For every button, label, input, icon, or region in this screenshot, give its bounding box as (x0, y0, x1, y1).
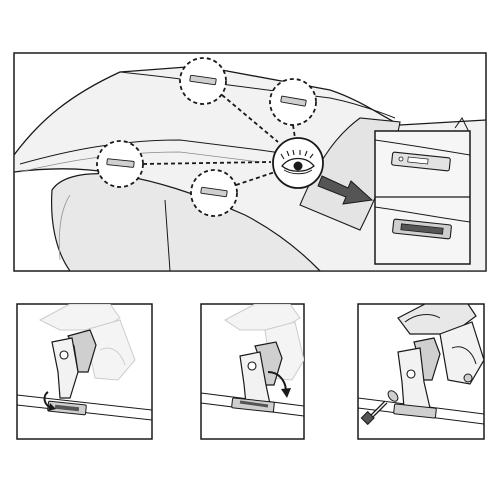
bolt-icon (360, 390, 399, 426)
arrow-icon (317, 175, 374, 205)
rack-body-faded (84, 319, 136, 381)
slot-cover-closed (391, 151, 451, 172)
window-pillar (164, 199, 171, 271)
slot-open (392, 218, 452, 240)
side-window-rear (51, 173, 321, 271)
mount-point-4 (190, 169, 238, 217)
rotate-arrow-icon (267, 371, 291, 398)
overview-panel (13, 52, 487, 272)
eye-icon (272, 137, 324, 189)
step-3-panel (357, 303, 485, 440)
mount-point-1 (179, 57, 227, 105)
rack-foot-faded (224, 304, 301, 331)
step-2-panel (200, 303, 305, 440)
window-reflection (58, 194, 71, 261)
connector-lines (142, 94, 296, 186)
rack-foot (397, 304, 477, 335)
rotate-arrow-icon (43, 391, 56, 411)
rack-body (439, 321, 484, 385)
rack-foot-faded (38, 304, 121, 331)
zoom-detail-box (374, 130, 471, 265)
washer-icon (387, 390, 399, 402)
roof-slot (393, 403, 437, 419)
mount-point-3 (96, 140, 144, 188)
clamp-plate (51, 337, 79, 399)
mount-point-2 (269, 78, 317, 126)
step-1-panel (16, 303, 153, 440)
